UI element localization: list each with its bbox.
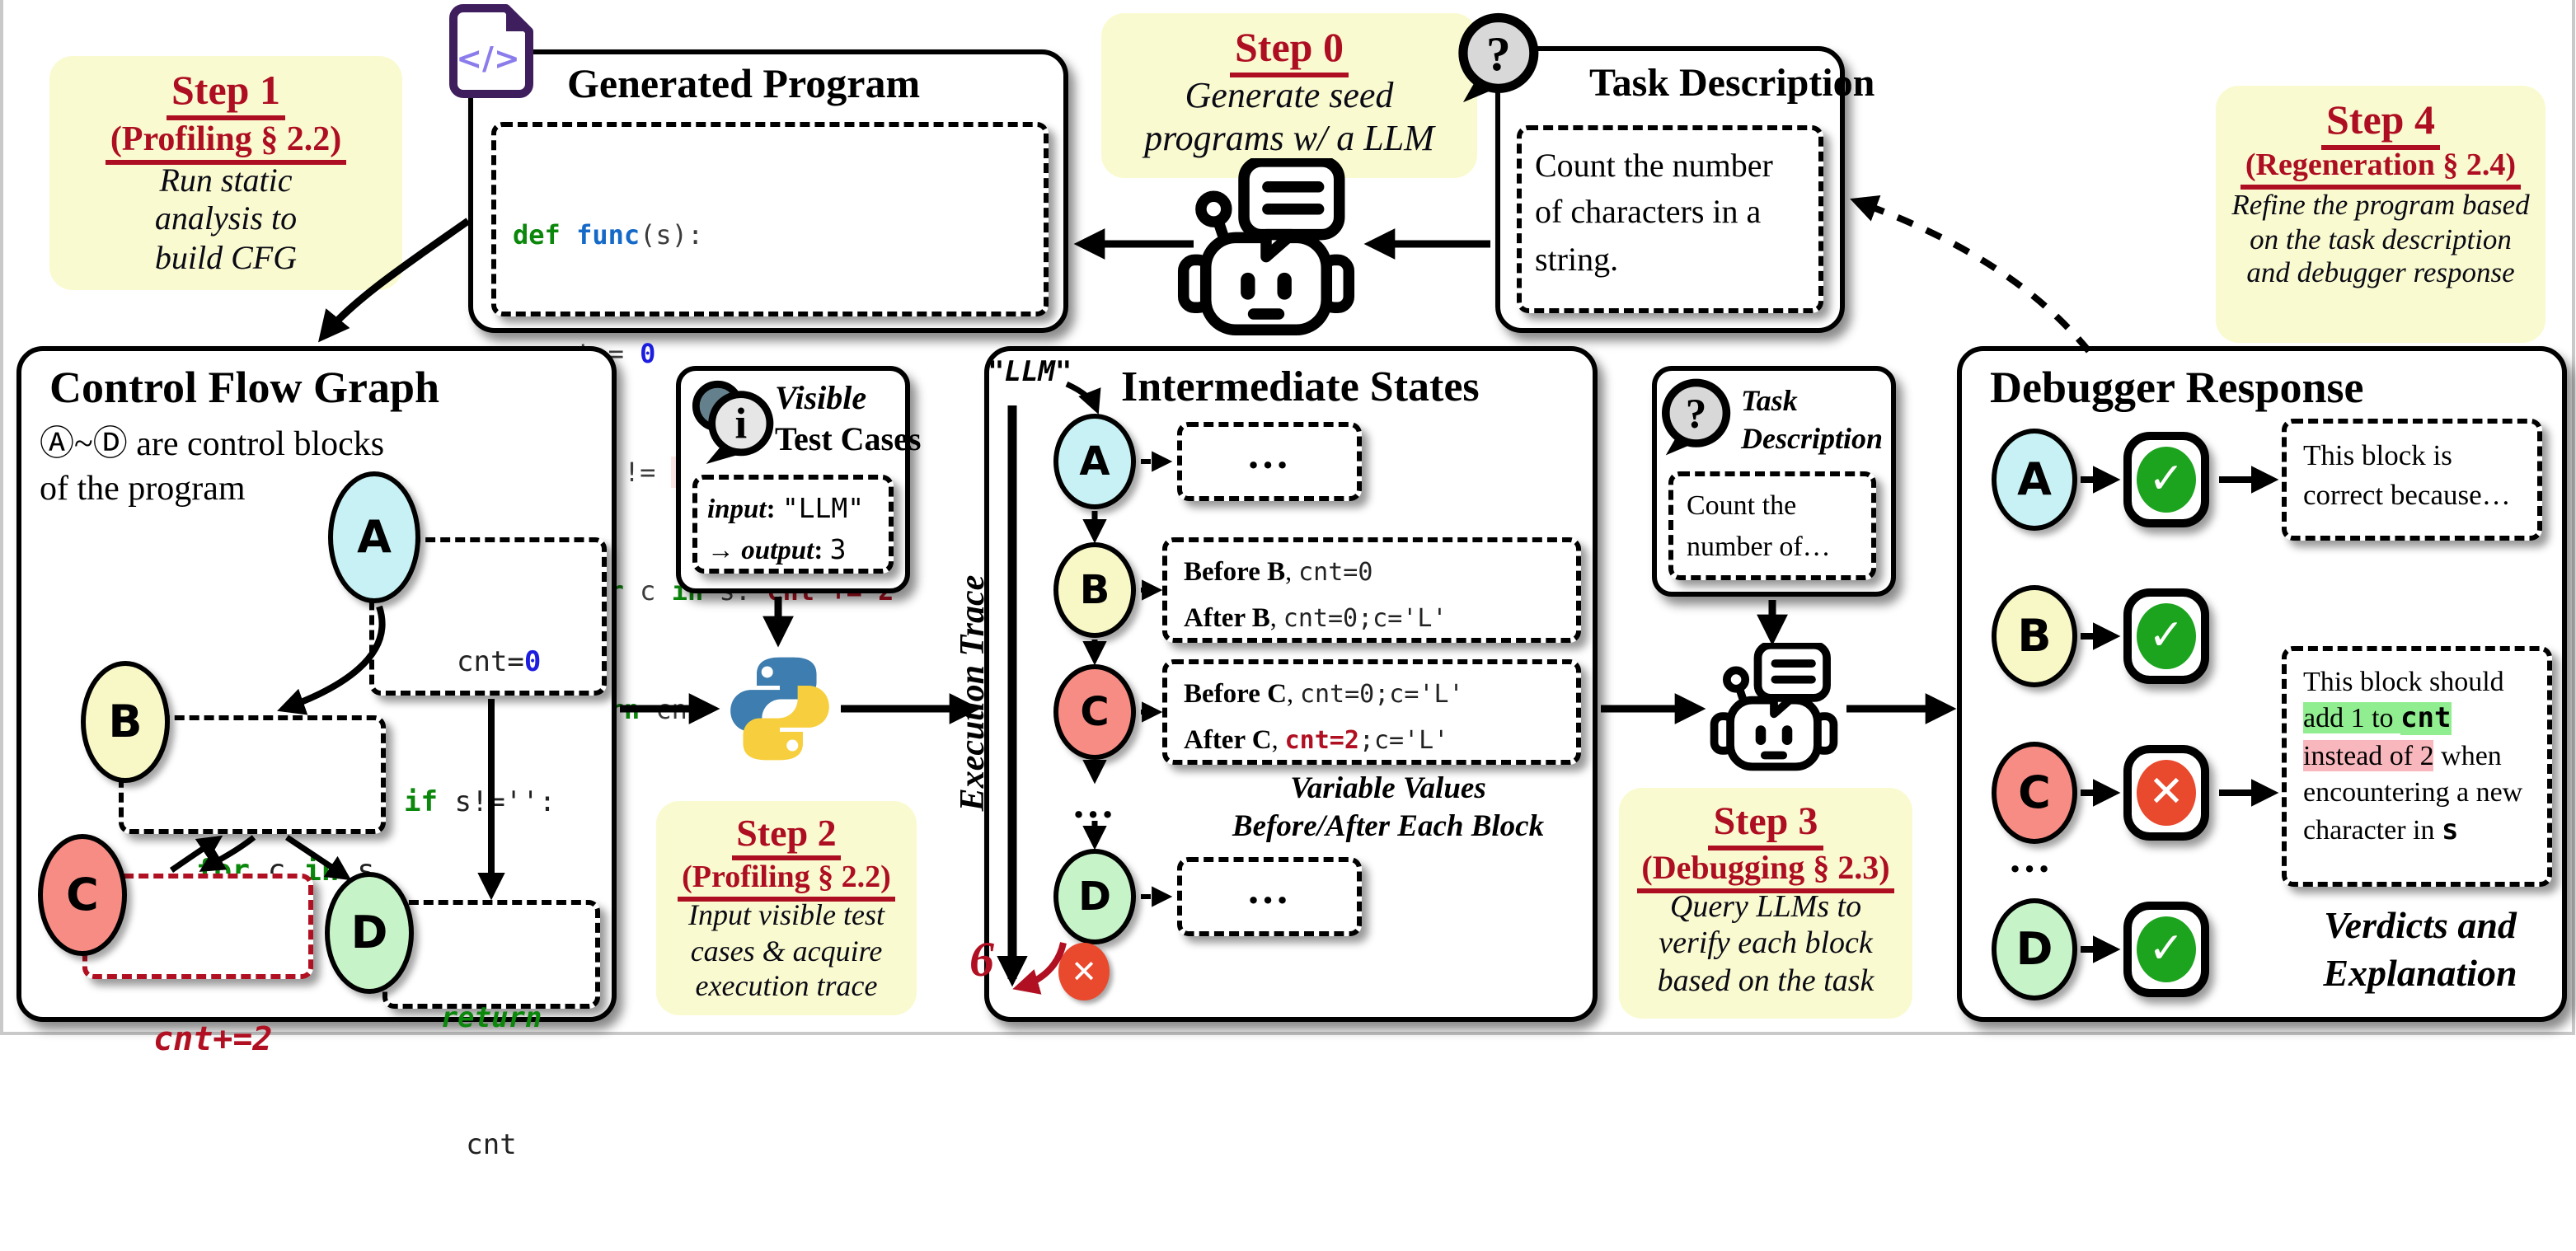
intermediate-title: Intermediate States [1121, 363, 1480, 410]
generated-program-title: Generated Program [567, 63, 921, 107]
step4-subtitle: (Regeneration § 2.4) [2216, 148, 2546, 190]
verdict-a-check-icon: ✓ [2123, 432, 2209, 527]
task-small-title: Task Description [1741, 384, 1884, 456]
step3-title: Step 3 [1619, 798, 1912, 850]
step3-card: Step 3 (Debugging § 2.3) Query LLMs to v… [1619, 788, 1912, 1019]
visible-tests-case: input: "LLM" → output: 3 [692, 475, 894, 574]
verdict-b-check-icon: ✓ [2123, 588, 2209, 684]
trace-ellipsis: … [1072, 780, 1118, 827]
debug-node-d: D [1992, 898, 2077, 1000]
task-description-body: Count the number of characters in a stri… [1517, 125, 1823, 313]
trace-state-d: … [1177, 857, 1362, 936]
step1-desc: Run static analysis to build CFG [154, 162, 298, 277]
trace-state-c: Before C, cnt=0;c='L' After C, cnt=2;c='… [1162, 659, 1581, 765]
step2-desc: Input visible test cases & acquire execu… [688, 898, 884, 1002]
svg-text:?: ? [1486, 26, 1511, 81]
llm-robot-icon [1177, 158, 1355, 336]
cfg-title: Control Flow Graph [49, 363, 440, 412]
debugger-title: Debugger Response [1990, 363, 2364, 412]
task-small-body: Count the number of… [1668, 471, 1876, 580]
task-description-title: Task Description [1589, 63, 1875, 105]
verdict-c-explanation: This block should add 1 to cnt instead o… [2282, 646, 2552, 887]
trace-state-b: Before B, cnt=0 After B, cnt=0;c='L' [1162, 537, 1581, 643]
debug-node-c: C [1992, 742, 2077, 844]
step4-card: Step 4 (Regeneration § 2.4) Refine the p… [2216, 86, 2546, 343]
step3-subtitle: (Debugging § 2.3) [1619, 847, 1912, 893]
visible-tests-title: Visible Test Cases [775, 381, 922, 458]
arrow-regeneration-dashed [1850, 195, 2092, 354]
debug-node-b: B [1992, 585, 2077, 687]
svg-text:</>: </> [456, 40, 520, 77]
trace-node-a: A [1053, 414, 1136, 509]
cfg-node-c: C [38, 834, 127, 956]
verdict-a-explanation: This block is correct because… [2282, 419, 2542, 541]
trace-caption: Variable Values Before/After Each Block [1232, 773, 1545, 845]
question-bubble-icon: ? [1458, 12, 1539, 103]
trace-node-d: D [1053, 849, 1136, 944]
step1-title: Step 1 [49, 66, 402, 120]
info-bubble-icon: i [692, 380, 774, 464]
cfg-node-a: A [328, 471, 420, 603]
step2-subtitle: (Profiling § 2.2) [656, 859, 917, 902]
cfg-node-b: B [81, 661, 170, 783]
cfg-node-d: D [325, 872, 414, 994]
code-file-icon: </> [449, 4, 533, 98]
step2-title: Step 2 [656, 811, 917, 860]
debugger-caption: Verdicts and Explanation [2323, 905, 2517, 994]
svg-text:i: i [734, 400, 747, 447]
trace-state-a: … [1177, 422, 1362, 501]
trace-node-c: C [1053, 664, 1136, 760]
wrong-output-cross-icon: ✕ [1058, 943, 1110, 1000]
cfg-subtitle: Ⓐ~Ⓓ are control blocks of the program [40, 424, 385, 508]
code-line: def func(s): [513, 219, 704, 251]
trace-input-string: "LLM" [988, 356, 1072, 389]
step0-desc: Generate seed programs w/ a LLM [1144, 74, 1434, 159]
llm-debugger-robot-icon [1710, 643, 1838, 771]
step3-desc: Query LLMs to verify each block based on… [1657, 890, 1875, 999]
step0-title: Step 0 [1101, 23, 1477, 77]
question-bubble-icon-small: ? [1662, 378, 1731, 456]
trace-node-b: B [1053, 542, 1136, 638]
verdict-c-cross-icon: ✕ [2123, 745, 2209, 841]
svg-text:?: ? [1686, 391, 1707, 438]
step0-card: Step 0 Generate seed programs w/ a LLM [1101, 13, 1477, 178]
step1-subtitle: (Profiling § 2.2) [49, 118, 402, 166]
verdict-d-check-icon: ✓ [2123, 902, 2209, 997]
python-icon [730, 657, 829, 761]
step2-card: Step 2 (Profiling § 2.2) Input visible t… [656, 801, 917, 1015]
debug-ellipsis: … [2008, 834, 2054, 882]
wrong-output-value: 6 [969, 933, 994, 987]
execution-trace-label: Execution Trace [952, 574, 992, 812]
generated-program-code: def func(s): cnt = 0 if s != '': for c i… [491, 122, 1049, 725]
cfg-block-d-code: return cnt [382, 900, 600, 1161]
pipeline-figure: Step 1 (Profiling § 2.2) Run static anal… [0, 0, 2575, 1161]
debug-node-a: A [1992, 429, 2077, 531]
step4-desc: Refine the program based on the task des… [2231, 187, 2530, 289]
step1-card: Step 1 (Profiling § 2.2) Run static anal… [49, 56, 402, 290]
step4-title: Step 4 [2216, 96, 2546, 150]
